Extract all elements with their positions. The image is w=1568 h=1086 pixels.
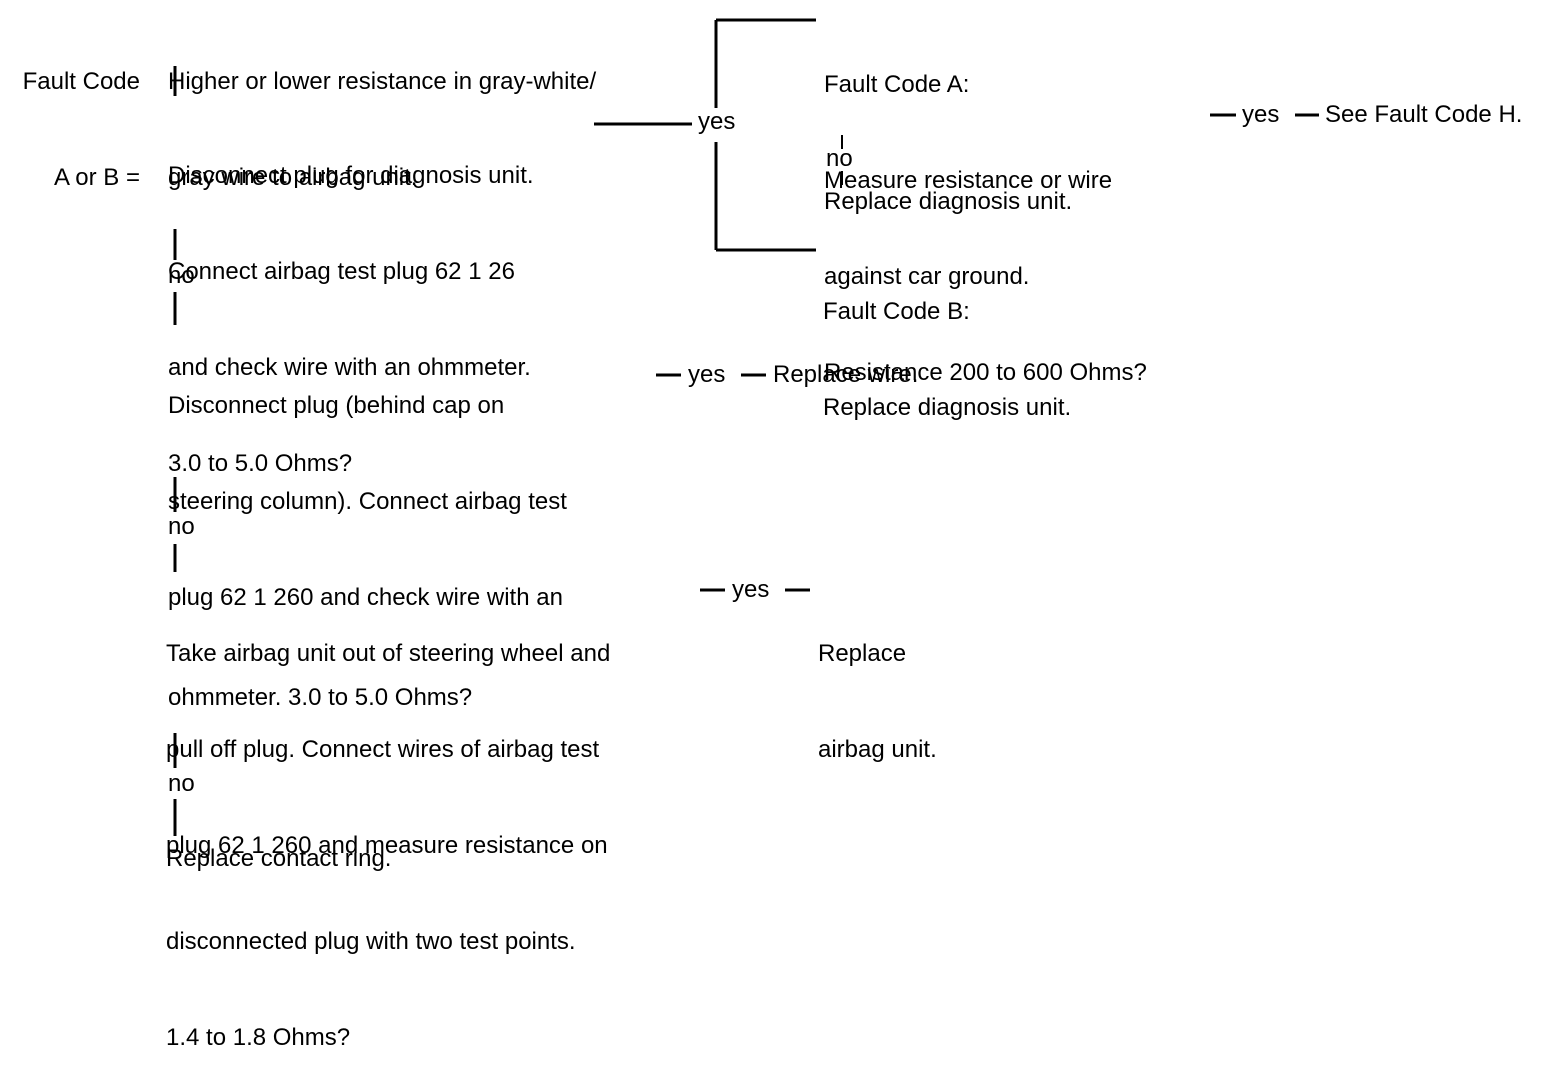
fault-a-yes-label: yes xyxy=(1242,101,1280,128)
fault-code-label-line2: A or B = xyxy=(53,164,140,191)
fault-b-block: Fault Code B: Replace diagnosis unit. xyxy=(823,298,1072,421)
fault-a-yes-outcome: See Fault Code H. xyxy=(1325,101,1523,128)
step-1-yes-label: yes xyxy=(698,108,736,135)
step-0-text: Higher or lower resistance in gray-white… xyxy=(168,68,597,191)
step-3-yes-label: yes xyxy=(732,576,770,603)
flow-connectors xyxy=(173,18,1319,836)
step-2-yes-outcome: Replace wire. xyxy=(773,361,919,388)
fault-code-label: Fault Code A or B = xyxy=(0,2,140,226)
step-1-text: Disconnect plug for diagnosis unit. Conn… xyxy=(168,162,534,477)
step-2-text: Disconnect plug (behind cap on steering … xyxy=(168,392,567,711)
fault-a-no-label: no xyxy=(826,145,853,172)
step-2-no-label: no xyxy=(168,513,195,540)
step-2-yes-label: yes xyxy=(688,361,726,388)
fault-a-block: Fault Code A: Measure resistance or wire… xyxy=(824,71,1147,386)
final-step-text: Replace contact ring. xyxy=(166,845,392,872)
step-1-no-label: no xyxy=(168,262,195,289)
fault-a-no-outcome: Replace diagnosis unit. xyxy=(824,188,1073,215)
step-3-text: Take airbag unit out of steering wheel a… xyxy=(166,640,611,1051)
fault-code-label-line1: Fault Code xyxy=(22,68,140,95)
step-3-no-label: no xyxy=(168,770,195,797)
step-3-yes-outcome: Replace airbag unit. xyxy=(818,640,937,763)
